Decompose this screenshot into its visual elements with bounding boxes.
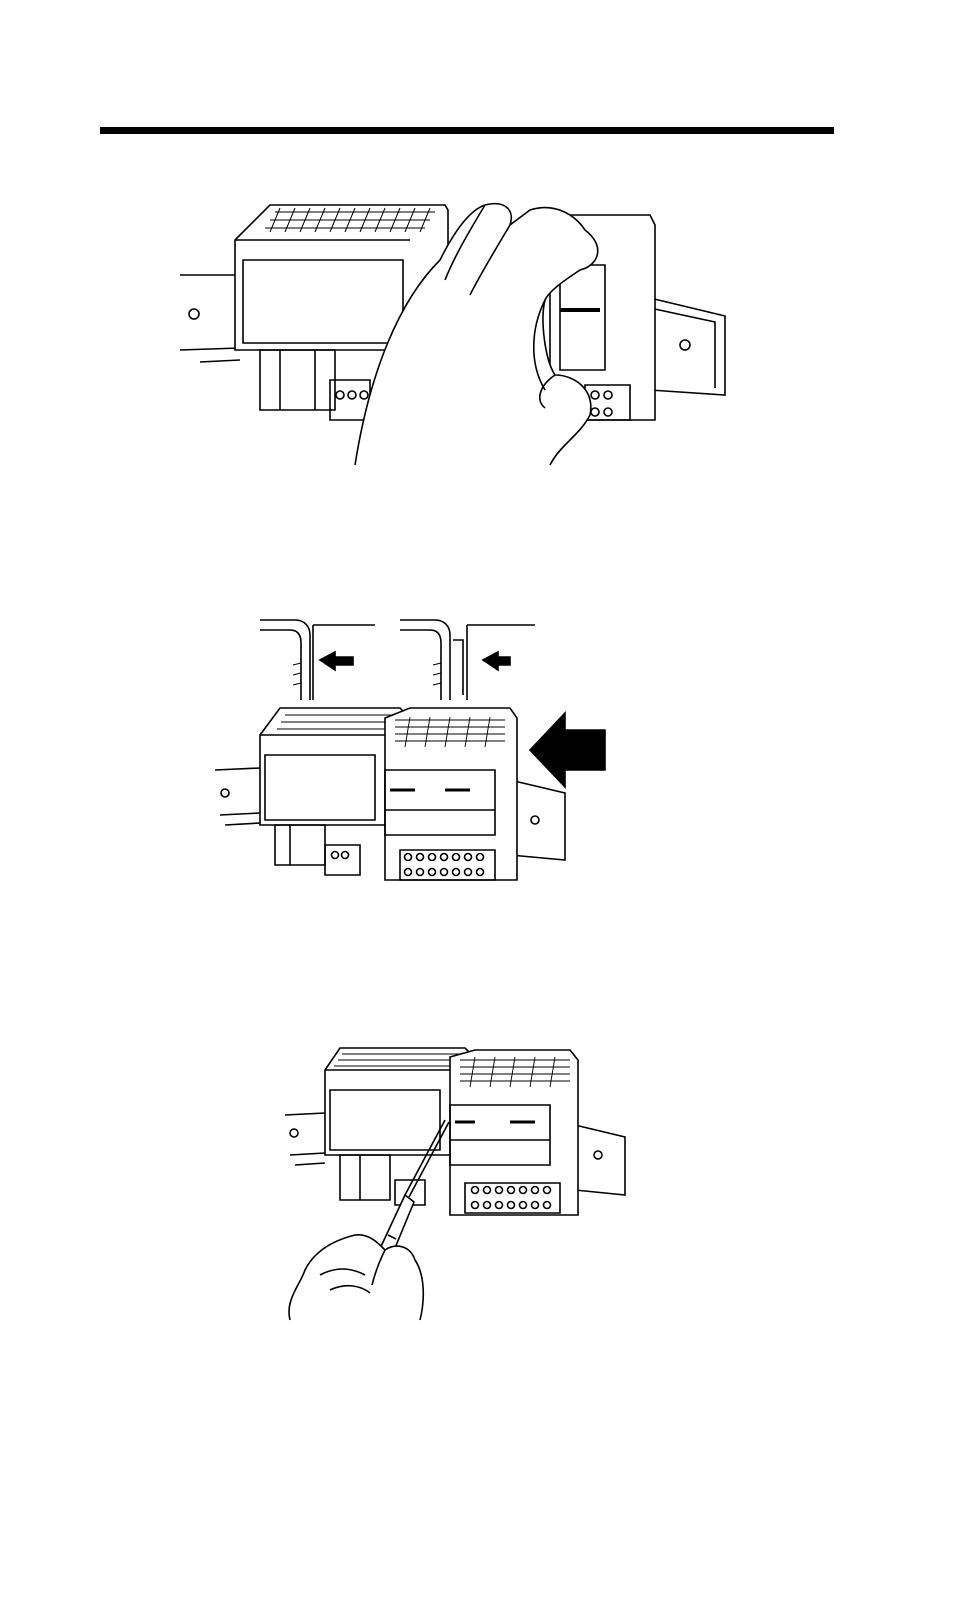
big-arrow-left-icon [530, 713, 605, 787]
figure-module-slide-together [205, 605, 625, 890]
arrow-left-icon [320, 652, 353, 670]
header-rule [100, 127, 834, 134]
detail-inset-right-icon [400, 620, 535, 700]
left-module-icon [325, 1048, 470, 1205]
detail-inset-left-icon [260, 620, 375, 700]
arrow-left-icon [483, 652, 510, 670]
figure-hand-pressing-module [180, 190, 740, 480]
right-module-icon [385, 708, 517, 880]
hand-icon [289, 1235, 423, 1320]
figure-screwdriver-tightening [280, 1045, 640, 1325]
left-module-icon [260, 708, 405, 875]
right-module-icon [450, 1050, 578, 1215]
